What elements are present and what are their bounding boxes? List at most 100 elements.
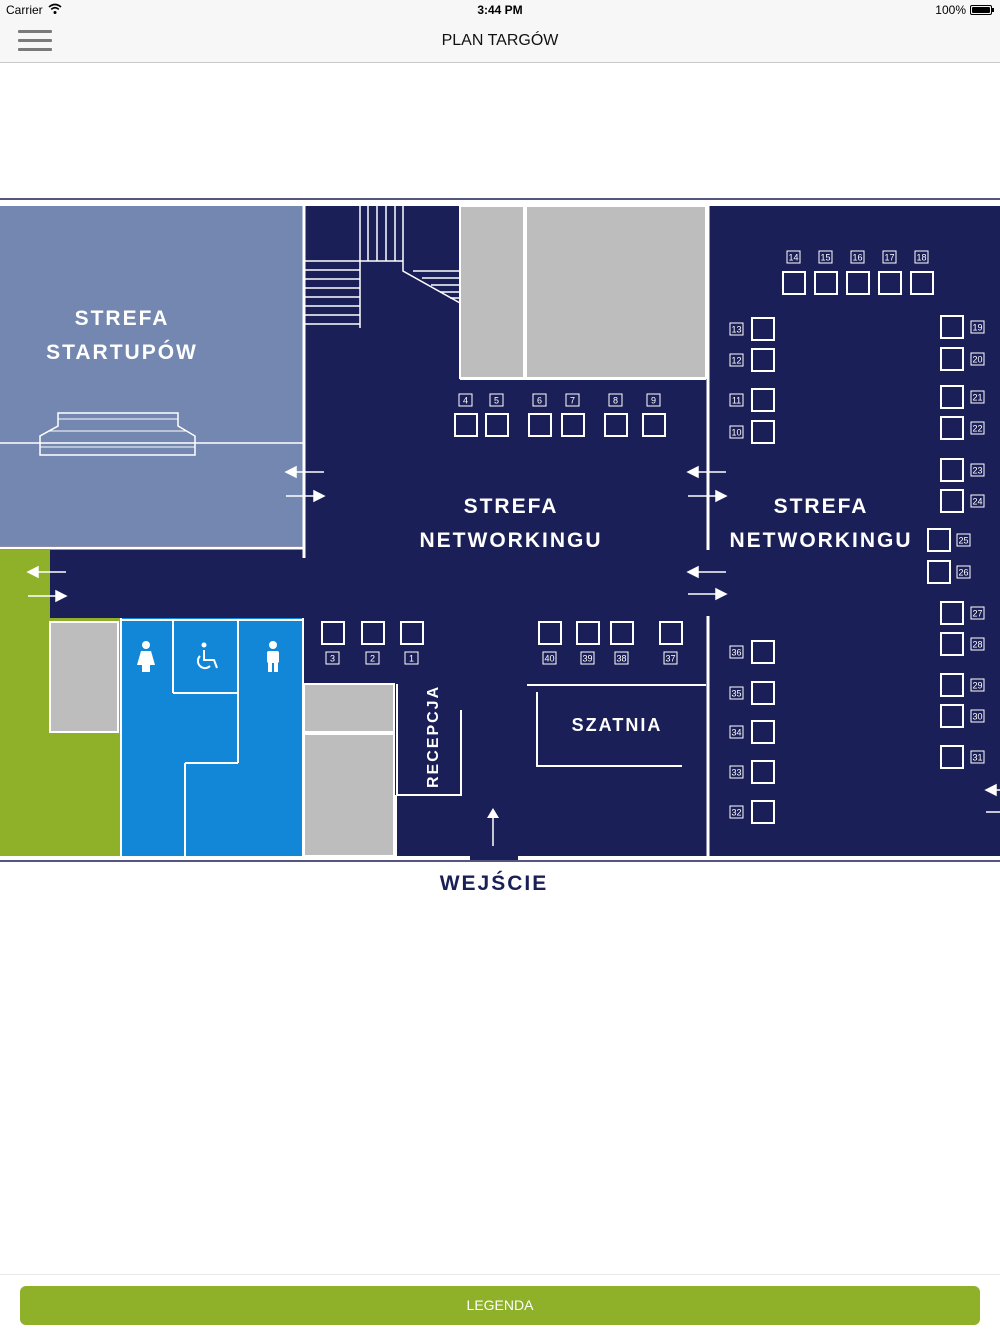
- booth-number-box[interactable]: [663, 651, 678, 665]
- booth-number: 6: [537, 396, 542, 406]
- booth-number-box[interactable]: [970, 421, 985, 435]
- booth-number-box[interactable]: [786, 250, 801, 264]
- booth[interactable]: [940, 489, 964, 513]
- booth[interactable]: [610, 621, 634, 645]
- booth-number: 7: [570, 396, 575, 406]
- booth[interactable]: [940, 385, 964, 409]
- booth-number: 3: [330, 654, 335, 664]
- booth[interactable]: [400, 621, 424, 645]
- booth-number-box[interactable]: [970, 709, 985, 723]
- booth[interactable]: [576, 621, 600, 645]
- booth-number: 40: [544, 654, 554, 664]
- accessible-restroom-icon: [196, 642, 218, 670]
- booth-number-box[interactable]: [956, 565, 971, 579]
- booth-number-box[interactable]: [404, 651, 419, 665]
- booth-number-box[interactable]: [970, 606, 985, 620]
- booth[interactable]: [642, 413, 666, 437]
- networking-zone-center-label-line1: STREFA: [464, 495, 559, 518]
- booth-number-box[interactable]: [489, 393, 504, 407]
- status-bar: Carrier 3:44 PM 100%: [0, 0, 1000, 20]
- booth-number-box[interactable]: [729, 425, 744, 439]
- booth-number: 17: [884, 253, 894, 263]
- booth[interactable]: [361, 621, 385, 645]
- booth-number: 11: [732, 396, 741, 406]
- booth[interactable]: [751, 420, 775, 444]
- booth[interactable]: [528, 413, 552, 437]
- legend-button[interactable]: LEGENDA: [20, 1286, 980, 1325]
- booth-number-box[interactable]: [580, 651, 595, 665]
- booth-number: 28: [972, 640, 982, 650]
- booth-number-box[interactable]: [970, 637, 985, 651]
- booth[interactable]: [910, 271, 934, 295]
- booth[interactable]: [751, 348, 775, 372]
- booth[interactable]: [940, 632, 964, 656]
- booth-number-box[interactable]: [970, 463, 985, 477]
- stage: [39, 412, 196, 456]
- booth-number-box[interactable]: [729, 805, 744, 819]
- booth-number-box[interactable]: [970, 352, 985, 366]
- wifi-icon: [48, 3, 62, 14]
- booth-number-box[interactable]: [970, 750, 985, 764]
- booth-number-box[interactable]: [729, 322, 744, 336]
- booth[interactable]: [878, 271, 902, 295]
- booth-number-box[interactable]: [970, 494, 985, 508]
- booth-number-box[interactable]: [970, 390, 985, 404]
- hamburger-menu-icon[interactable]: [18, 28, 54, 54]
- booth-number-box[interactable]: [646, 393, 661, 407]
- booth[interactable]: [927, 560, 951, 584]
- battery-fill: [972, 7, 990, 13]
- booth-number-box[interactable]: [970, 320, 985, 334]
- booth[interactable]: [940, 347, 964, 371]
- stairs: [304, 206, 461, 328]
- booth-number-box[interactable]: [565, 393, 580, 407]
- booth[interactable]: [538, 621, 562, 645]
- booth-number-box[interactable]: [729, 393, 744, 407]
- booth[interactable]: [561, 413, 585, 437]
- booth-number-box[interactable]: [325, 651, 340, 665]
- booth-number-box[interactable]: [729, 645, 744, 659]
- booth-number-box[interactable]: [956, 533, 971, 547]
- booth-number-box[interactable]: [850, 250, 865, 264]
- floor-plan[interactable]: RECEPCJA SZATNIA STREFA STARTUPÓW STREFA…: [0, 198, 1000, 898]
- booth-number-box[interactable]: [970, 678, 985, 692]
- booth-number-box[interactable]: [729, 725, 744, 739]
- booth[interactable]: [751, 640, 775, 664]
- booth[interactable]: [485, 413, 509, 437]
- booth-number: 34: [731, 728, 741, 738]
- booth[interactable]: [751, 317, 775, 341]
- booth[interactable]: [940, 416, 964, 440]
- booth-number-box[interactable]: [458, 393, 473, 407]
- booth[interactable]: [604, 413, 628, 437]
- booth-number-box[interactable]: [365, 651, 380, 665]
- booth-number-box[interactable]: [818, 250, 833, 264]
- booth-number-box[interactable]: [729, 686, 744, 700]
- booth-number-box[interactable]: [914, 250, 929, 264]
- booth[interactable]: [940, 745, 964, 769]
- booth[interactable]: [940, 601, 964, 625]
- booth[interactable]: [659, 621, 683, 645]
- booth[interactable]: [751, 720, 775, 744]
- booth[interactable]: [940, 704, 964, 728]
- booth-number-box[interactable]: [729, 765, 744, 779]
- booth[interactable]: [751, 681, 775, 705]
- booth[interactable]: [940, 458, 964, 482]
- booth-number-box[interactable]: [614, 651, 629, 665]
- booth-number-box[interactable]: [532, 393, 547, 407]
- booth-number: 31: [972, 753, 982, 763]
- booth[interactable]: [940, 673, 964, 697]
- booth-number: 1: [409, 654, 414, 664]
- booth[interactable]: [751, 388, 775, 412]
- booth-number-box[interactable]: [542, 651, 557, 665]
- booth[interactable]: [321, 621, 345, 645]
- booth-number-box[interactable]: [729, 353, 744, 367]
- booth[interactable]: [814, 271, 838, 295]
- booth-number-box[interactable]: [882, 250, 897, 264]
- booth[interactable]: [454, 413, 478, 437]
- booth[interactable]: [751, 760, 775, 784]
- booth[interactable]: [751, 800, 775, 824]
- booth[interactable]: [782, 271, 806, 295]
- booth-number-box[interactable]: [608, 393, 623, 407]
- booth[interactable]: [927, 528, 951, 552]
- booth[interactable]: [846, 271, 870, 295]
- booth[interactable]: [940, 315, 964, 339]
